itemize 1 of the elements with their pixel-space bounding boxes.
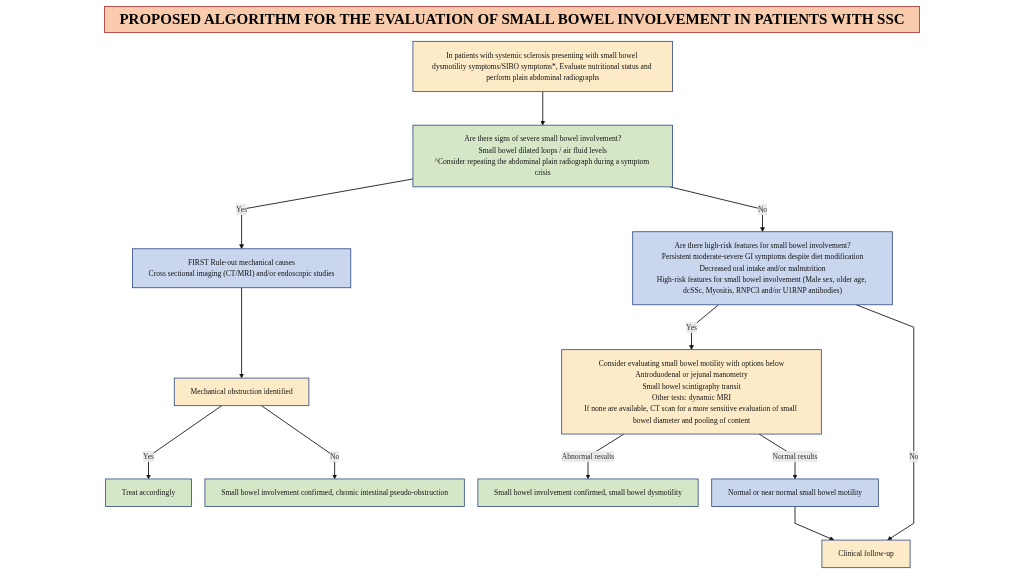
- title-banner: PROPOSED ALGORITHM FOR THE EVALUATION OF SMALL BOWEL INVOLVEMENT IN PATIENTS WITH SSC: [104, 6, 920, 33]
